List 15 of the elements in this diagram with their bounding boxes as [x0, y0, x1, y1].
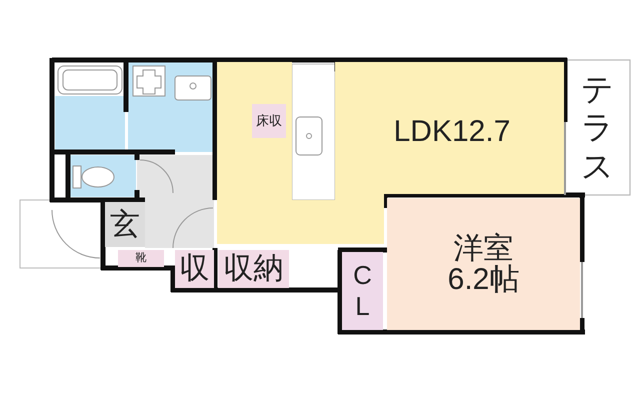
room-label: 洋室6.2帖: [448, 232, 520, 296]
room-label: LDK12.7: [392, 114, 512, 150]
room-area: [342, 252, 383, 330]
room-label: 床収: [256, 114, 282, 128]
storage-box: [252, 104, 286, 138]
room-area: [218, 250, 289, 288]
room-area: [118, 250, 164, 267]
room-label: 靴: [136, 252, 146, 264]
room-label: 収: [180, 253, 210, 285]
room-label: 玄: [110, 208, 140, 240]
room-area: [387, 198, 580, 330]
room-label: CL: [352, 260, 373, 322]
room-label: テラス: [580, 70, 615, 186]
room-area: [105, 202, 145, 247]
room-label: 収納: [224, 253, 284, 285]
